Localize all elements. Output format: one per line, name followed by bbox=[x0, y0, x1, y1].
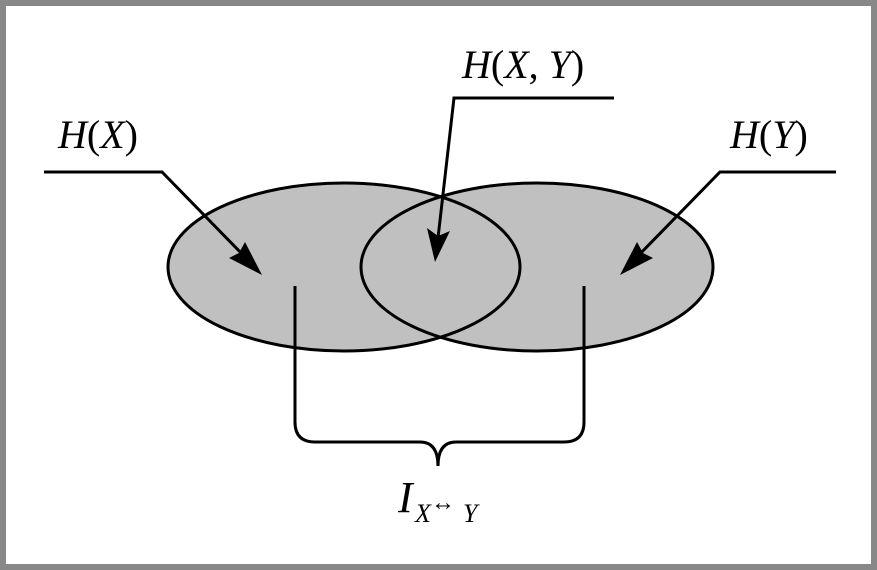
pointer-hy bbox=[620, 170, 836, 275]
mutual-symbol: I bbox=[397, 473, 415, 522]
label-hy: H(Y) bbox=[729, 112, 808, 157]
ellipse-hy-outline bbox=[359, 181, 715, 353]
ellipse-hx-outline bbox=[166, 181, 522, 353]
pointer-hxy bbox=[427, 96, 614, 262]
mutual-subscript-arrow: ↔ bbox=[431, 490, 455, 516]
arrowhead-hy bbox=[620, 242, 653, 275]
arrowhead-hx bbox=[229, 242, 262, 275]
label-mutual-information: I X ↔ Y bbox=[397, 473, 480, 528]
label-hxy: H(X, Y) bbox=[461, 42, 584, 87]
mutual-subscript-y: Y bbox=[463, 499, 480, 528]
label-hx: H(X) bbox=[57, 112, 138, 157]
arrowhead-hxy bbox=[427, 228, 450, 262]
mutual-subscript-x: X bbox=[414, 499, 432, 528]
venn-ellipses bbox=[166, 181, 715, 353]
mutual-information-brace bbox=[293, 286, 586, 467]
pointer-hx bbox=[44, 170, 262, 275]
ellipse-hy-fill bbox=[361, 183, 713, 351]
